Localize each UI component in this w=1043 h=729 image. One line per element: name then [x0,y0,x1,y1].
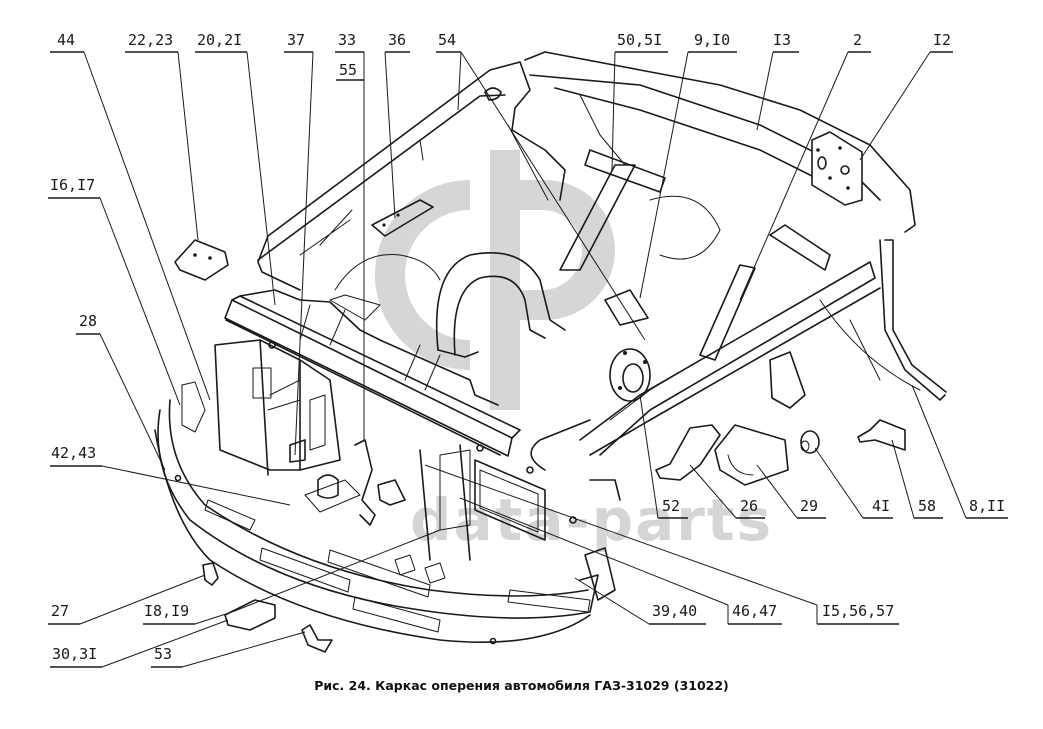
svg-text:I8,I9: I8,I9 [144,602,189,620]
small-brackets-left [174,199,434,653]
callout-37: 37 [284,31,314,456]
svg-text:50,5I: 50,5I [617,31,662,49]
callout-13: I3 [756,31,799,131]
callout-54: 54 [436,31,646,341]
callout-18-19: I8,I9 [143,529,441,625]
callout-53: 53 [151,631,306,668]
callout-50-51: 50,5I [611,31,668,171]
svg-text:22,23: 22,23 [128,31,173,49]
svg-text:30,3I: 30,3I [52,645,97,663]
callout-39-40: 39,40 [574,577,706,625]
svg-text:58: 58 [918,497,936,515]
svg-text:I6,I7: I6,I7 [50,176,95,194]
shock-mount [609,348,651,402]
callout-9-10: 9,I0 [639,31,737,299]
callout-33: 33 [335,31,365,440]
svg-text:4I: 4I [872,497,890,515]
svg-text:2: 2 [853,31,862,49]
callout-29: 29 [756,464,826,519]
left-apron-panel [257,61,566,291]
svg-text:37: 37 [287,31,305,49]
svg-text:39,40: 39,40 [652,602,697,620]
front-bumper [154,381,616,645]
watermark-logo [375,150,615,410]
callout-30-31: 30,3I [50,619,229,668]
callout-44: 44 [50,31,211,401]
callout-8-11: 8,II [911,384,1008,519]
callout-16-17: I6,I7 [48,176,181,406]
svg-text:26: 26 [740,497,758,515]
svg-text:28: 28 [79,312,97,330]
callout-46-47: 46,47 [459,497,782,625]
small-brackets-right [655,351,906,486]
diagonal-struts [559,149,756,361]
upper-radiator-crossmember [224,289,534,474]
callout-41: 4I [814,447,893,519]
callout-20-21: 20,2I [195,31,276,306]
body-frame-drawing [154,51,947,653]
wheelhouse-arches [329,195,721,358]
callout-12: I2 [859,31,953,161]
svg-text:33: 33 [338,31,356,49]
svg-text:20,2I: 20,2I [197,31,242,49]
svg-text:46,47: 46,47 [732,602,777,620]
callout-2: 2 [739,31,871,301]
svg-text:9,I0: 9,I0 [694,31,730,49]
svg-text:55: 55 [339,61,357,79]
callout-58: 58 [891,439,943,519]
callout-55: 55 [336,61,364,81]
svg-text:27: 27 [51,602,69,620]
svg-text:44: 44 [57,31,75,49]
callout-22-23: 22,23 [125,31,199,241]
svg-text:52: 52 [662,497,680,515]
callouts: 44 22,23 20,2I 37 33 55 [48,31,1008,668]
svg-text:I3: I3 [773,31,791,49]
callout-36: 36 [384,31,410,219]
svg-text:54: 54 [438,31,456,49]
svg-text:I5,56,57: I5,56,57 [822,602,894,620]
svg-text:8,II: 8,II [969,497,1005,515]
callout-52: 52 [639,394,688,519]
svg-text:36: 36 [388,31,406,49]
hood-latch-parts [304,439,406,526]
callout-42-43: 42,43 [50,444,291,506]
svg-text:42,43: 42,43 [51,444,96,462]
callout-27: 27 [48,574,206,625]
right-side-member [530,224,881,501]
callout-28: 28 [76,312,166,471]
svg-text:29: 29 [800,497,818,515]
callout-15-56-57: I5,56,57 [424,464,899,625]
figure-caption: Рис. 24. Каркас оперения автомобиля ГАЗ-… [314,678,729,693]
callout-26: 26 [689,464,765,519]
svg-text:53: 53 [154,645,172,663]
bracket-plate [811,131,863,206]
radiator-support-panel [214,339,577,561]
svg-text:I2: I2 [933,31,951,49]
